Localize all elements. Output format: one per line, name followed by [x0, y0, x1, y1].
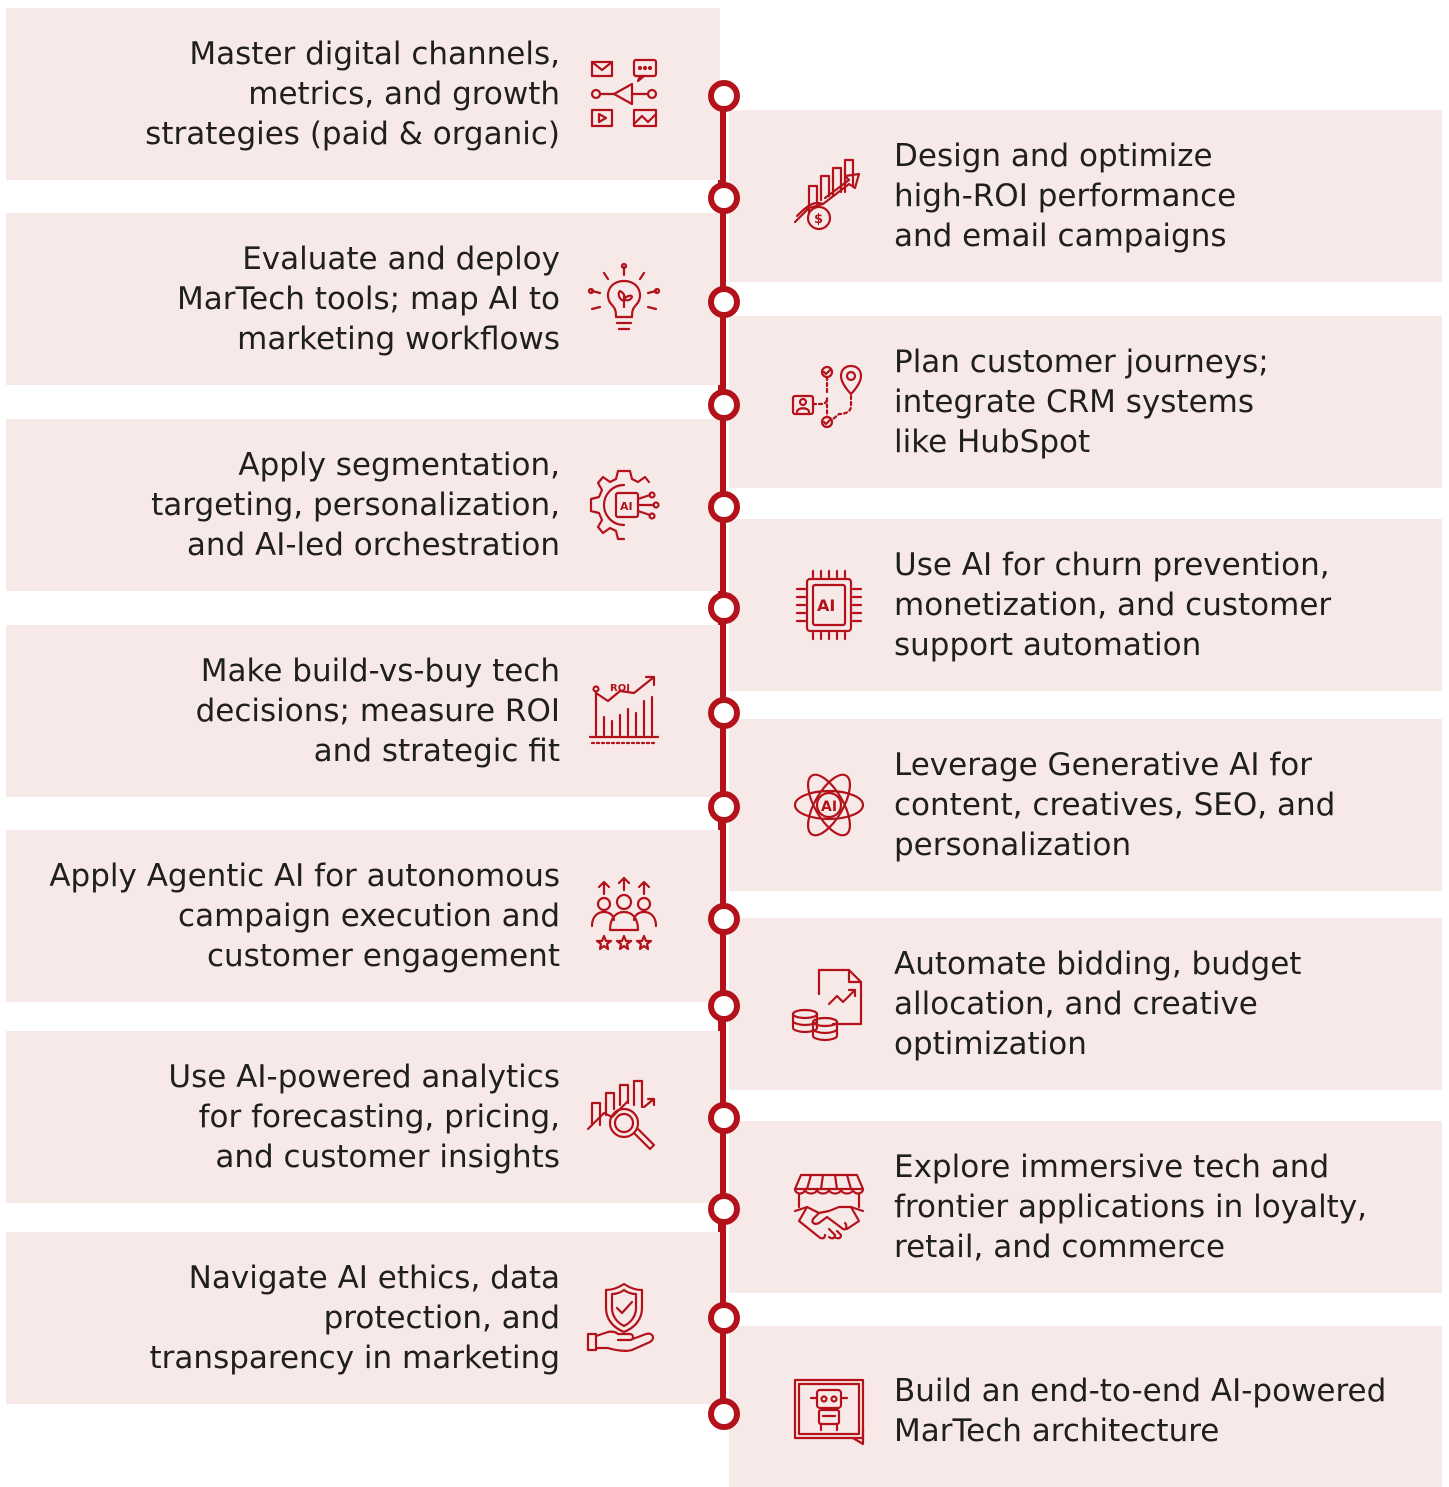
roi-growth-icon: $ — [789, 156, 869, 236]
ai-atom-icon: AI — [789, 765, 869, 845]
left-card-1: Master digital channels, metrics, and gr… — [6, 8, 720, 180]
timeline-node — [708, 1193, 740, 1225]
left-card-5: Apply Agentic AI for autonomous campaign… — [6, 830, 720, 1002]
right-card-3-text: Use AI for churn prevention, monetizatio… — [894, 547, 1332, 663]
svg-text:$: $ — [814, 212, 823, 227]
timeline-node — [708, 903, 740, 935]
right-card-4-text: Leverage Generative AI for content, crea… — [894, 747, 1336, 863]
timeline-node — [708, 990, 740, 1022]
ai-gear-icon: AI — [584, 465, 664, 545]
left-card-4-text: Make build-vs-buy tech decisions; measur… — [195, 653, 560, 769]
timeline-line — [718, 92, 726, 1412]
left-card-6: Use AI-powered analytics for forecasting… — [6, 1031, 720, 1203]
ai-chip-icon: AI — [789, 565, 869, 645]
left-card-5-text: Apply Agentic AI for autonomous campaign… — [49, 858, 560, 974]
customer-journey-icon — [789, 362, 869, 442]
timeline-node — [708, 791, 740, 823]
shield-hand-icon — [584, 1278, 664, 1358]
right-card-3: Use AI for churn prevention, monetizatio… — [729, 519, 1442, 691]
right-card-1-text: Design and optimize high-ROI performance… — [894, 138, 1237, 254]
timeline-node — [708, 1398, 740, 1430]
left-card-6-text: Use AI-powered analytics for forecasting… — [168, 1059, 560, 1175]
budget-coins-icon — [789, 964, 869, 1044]
lightbulb-ai-icon — [584, 261, 664, 341]
left-card-2: Evaluate and deploy MarTech tools; map A… — [6, 213, 720, 385]
right-card-2: Plan customer journeys; integrate CRM sy… — [729, 316, 1442, 488]
digital-channels-icon — [584, 54, 664, 134]
team-rating-icon — [584, 876, 664, 956]
right-card-6: Explore immersive tech and frontier appl… — [729, 1121, 1442, 1293]
left-card-7-text: Navigate AI ethics, data protection, and… — [149, 1260, 560, 1376]
right-card-7: Build an end-to-end AI-powered MarTech a… — [729, 1326, 1442, 1487]
timeline-node — [708, 80, 740, 112]
timeline-node — [708, 182, 740, 214]
robot-screen-icon — [789, 1372, 869, 1452]
right-card-2-text: Plan customer journeys; integrate CRM sy… — [894, 344, 1269, 460]
timeline-node — [708, 389, 740, 421]
left-card-7: Navigate AI ethics, data protection, and… — [6, 1232, 720, 1404]
timeline-node — [708, 491, 740, 523]
roi-chart-icon: ROI — [584, 671, 664, 751]
right-card-6-text: Explore immersive tech and frontier appl… — [894, 1149, 1368, 1265]
right-card-1: Design and optimize high-ROI performance… — [729, 110, 1442, 282]
left-card-4: Make build-vs-buy tech decisions; measur… — [6, 625, 720, 797]
timeline-node — [708, 697, 740, 729]
timeline-node — [708, 1102, 740, 1134]
svg-text:AI: AI — [620, 500, 633, 513]
timeline-node — [708, 286, 740, 318]
timeline-node — [708, 1302, 740, 1334]
svg-text:ROI: ROI — [610, 683, 630, 694]
left-card-2-text: Evaluate and deploy MarTech tools; map A… — [177, 241, 560, 357]
left-card-3-text: Apply segmentation, targeting, personali… — [151, 447, 560, 563]
right-card-4: Leverage Generative AI for content, crea… — [729, 719, 1442, 891]
svg-text:AI: AI — [817, 596, 835, 615]
analytics-search-icon — [584, 1077, 664, 1157]
timeline-node — [708, 592, 740, 624]
right-card-7-text: Build an end-to-end AI-powered MarTech a… — [894, 1373, 1387, 1449]
right-card-5-text: Automate bidding, budget allocation, and… — [894, 946, 1302, 1062]
right-card-5: Automate bidding, budget allocation, and… — [729, 918, 1442, 1090]
svg-text:AI: AI — [821, 799, 837, 815]
left-card-1-text: Master digital channels, metrics, and gr… — [145, 36, 560, 152]
left-card-3: Apply segmentation, targeting, personali… — [6, 419, 720, 591]
storefront-handshake-icon — [789, 1167, 869, 1247]
